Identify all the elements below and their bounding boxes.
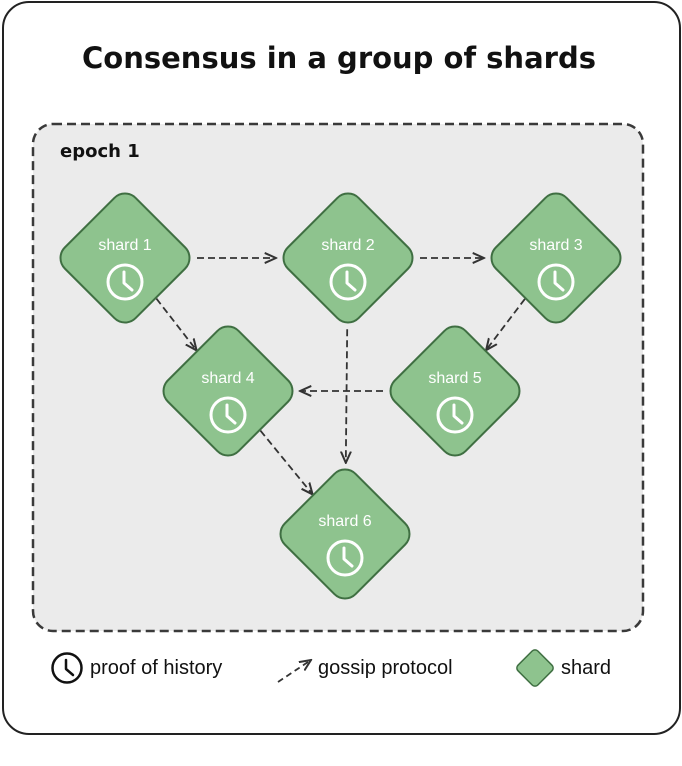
legend-shard: shard — [561, 657, 611, 679]
shard-label: shard 2 — [321, 237, 374, 254]
legend-proof-of-history: proof of history — [90, 657, 222, 679]
clock-icon — [537, 263, 575, 301]
gossip-arrow-2-to-6 — [346, 329, 347, 463]
clock-icon — [209, 396, 247, 434]
clock-icon — [329, 263, 367, 301]
legend-shard-icon — [516, 649, 554, 687]
clock-icon — [436, 396, 474, 434]
shard-diamond — [282, 192, 414, 324]
shard-label: shard 3 — [529, 237, 582, 254]
shard-diamond — [279, 468, 411, 600]
shard-diamond — [59, 192, 191, 324]
shard-3: shard 3 — [490, 192, 622, 324]
shard-label: shard 5 — [428, 370, 481, 387]
shard-5: shard 5 — [389, 325, 521, 457]
shard-label: shard 1 — [98, 237, 151, 254]
edges-layer — [155, 258, 526, 495]
shard-label: shard 6 — [318, 513, 371, 530]
shard-1: shard 1 — [59, 192, 191, 324]
shard-2: shard 2 — [282, 192, 414, 324]
legend-gossip-protocol: gossip protocol — [318, 657, 453, 679]
shard-6: shard 6 — [279, 468, 411, 600]
shard-diamond — [389, 325, 521, 457]
shard-diamond — [490, 192, 622, 324]
shards-layer: shard 1 shard 2 shard 3 shard 4 shard 5 shard… — [59, 192, 622, 600]
legend-arrow-icon — [277, 660, 311, 683]
epoch-label: epoch 1 — [60, 141, 140, 162]
shard-label: shard 4 — [201, 370, 254, 387]
clock-icon — [106, 263, 144, 301]
clock-icon — [326, 539, 364, 577]
shard-4: shard 4 — [162, 325, 294, 457]
diagram-title: Consensus in a group of shards — [82, 41, 596, 75]
legend-clock-icon — [51, 652, 83, 684]
legend: proof of history gossip protocol shard — [51, 649, 611, 687]
shard-diamond — [162, 325, 294, 457]
gossip-arrow-4-to-6 — [259, 430, 312, 495]
